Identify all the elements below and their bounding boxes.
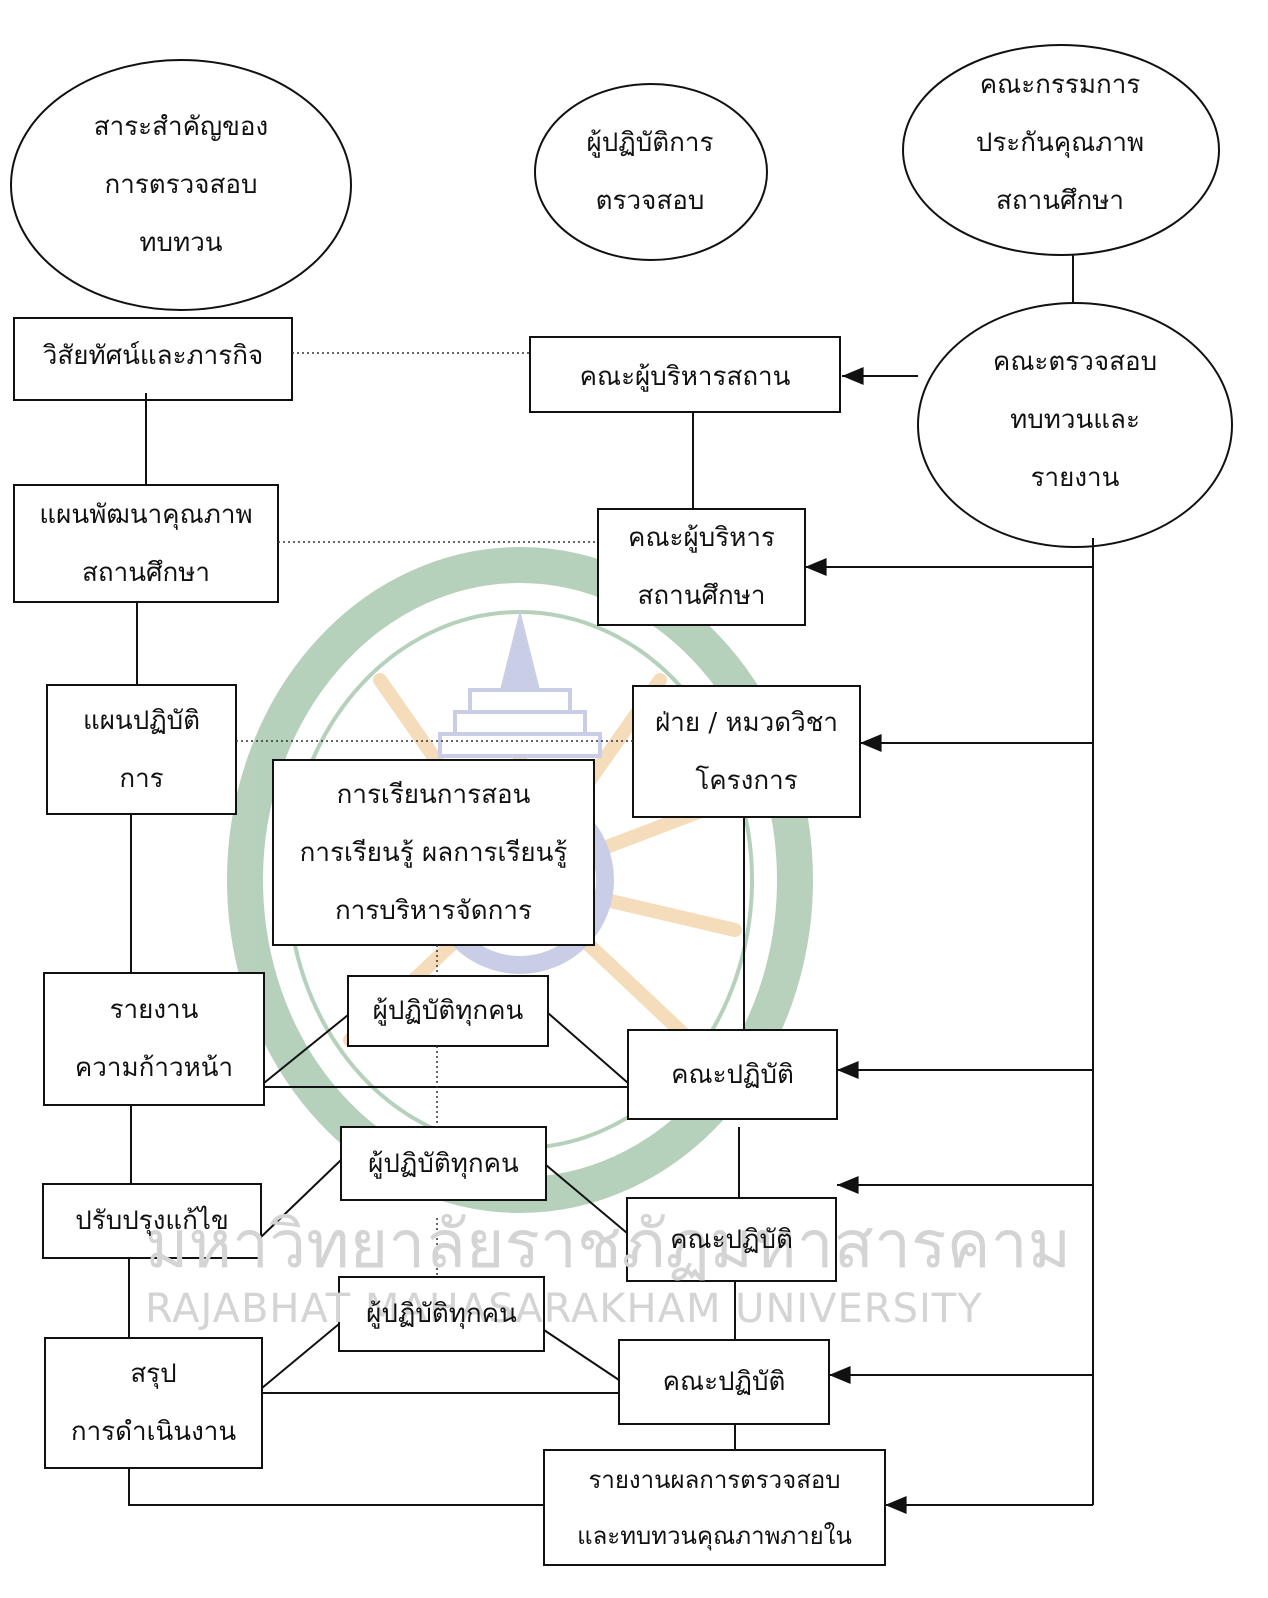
label-dev-plan: แผนพัฒนาคุณภาพ สถานศึกษา — [39, 499, 253, 588]
label-practitioner-audit: ผู้ปฏิบัติการ ตรวจสอบ — [586, 128, 714, 216]
node-operating-team-3 — [618, 1339, 830, 1425]
node-all-practitioners-3 — [338, 1276, 545, 1352]
node-operating-team-1 — [627, 1029, 838, 1120]
node-final-report — [543, 1449, 886, 1566]
label-qa-committee: คณะกรรมการ ประกันคุณภาพ สถานศึกษา — [975, 70, 1145, 216]
node-qa-committee — [902, 44, 1220, 256]
label-essence: สาระสำคัญของ การตรวจสอบ ทบทวน — [93, 112, 269, 258]
node-practitioner-audit — [534, 83, 768, 261]
label-progress-report: รายงาน ความก้าวหน้า — [74, 995, 234, 1083]
label-all-practitioners-2: ผู้ปฏิบัติทุกคน — [368, 1148, 519, 1179]
node-dev-plan — [13, 484, 279, 603]
label-operating-team-1: คณะปฏิบัติ — [671, 1059, 794, 1090]
label-vision-mission: วิสัยทัศน์และภารกิจ — [42, 341, 264, 371]
node-teaching-learning — [272, 759, 595, 946]
solid-connectors — [128, 255, 1094, 1506]
watermark-english: RAJABHAT MAHASARAKHAM UNIVERSITY — [145, 1286, 983, 1332]
dotted-connectors — [236, 352, 633, 1277]
node-all-practitioners-2 — [340, 1126, 547, 1201]
node-vision-mission — [13, 317, 293, 401]
node-progress-report — [43, 972, 265, 1106]
label-action-plan: แผนปฏิบัติ การ — [82, 705, 201, 794]
label-school-executives: คณะผู้บริหาร สถานศึกษา — [628, 523, 775, 611]
label-all-practitioners-3: ผู้ปฏิบัติทุกคน — [366, 1299, 517, 1329]
node-all-practitioners-1 — [347, 975, 549, 1047]
label-operating-team-3: คณะปฏิบัติ — [662, 1367, 786, 1397]
node-essence — [10, 59, 352, 311]
label-final-report: รายงานผลการตรวจสอบ และทบทวนคุณภาพภายใน — [577, 1465, 852, 1550]
label-all-practitioners-1: ผู้ปฏิบัติทุกคน — [372, 996, 524, 1026]
node-board-executives — [529, 336, 841, 413]
label-teaching-learning: การเรียนการสอน การเรียนรู้ ผลการเรียนรู้… — [299, 779, 568, 926]
label-improve-fix: ปรับปรุงแก้ไข — [75, 1206, 229, 1236]
node-operating-team-2 — [626, 1197, 837, 1282]
label-department-project: ฝ่าย / หมวดวิชา โครงการ — [655, 707, 838, 796]
node-action-plan — [46, 684, 237, 815]
watermark-thai: มหาวิทยาลัยราชภัฏมหาสารคาม — [145, 1206, 1072, 1283]
label-summary: สรุป การดำเนินงาน — [70, 1359, 237, 1447]
label-operating-team-2: คณะปฏิบัติ — [670, 1224, 793, 1255]
label-review-report-committee: คณะตรวจสอบ ทบทวนและ รายงาน — [992, 347, 1158, 493]
node-summary — [44, 1337, 263, 1469]
node-review-report-committee — [917, 302, 1233, 548]
arrows — [804, 367, 1093, 1514]
node-improve-fix — [42, 1183, 262, 1259]
label-board-executives: คณะผู้บริหารสถาน — [579, 362, 791, 392]
node-school-executives — [597, 508, 806, 626]
